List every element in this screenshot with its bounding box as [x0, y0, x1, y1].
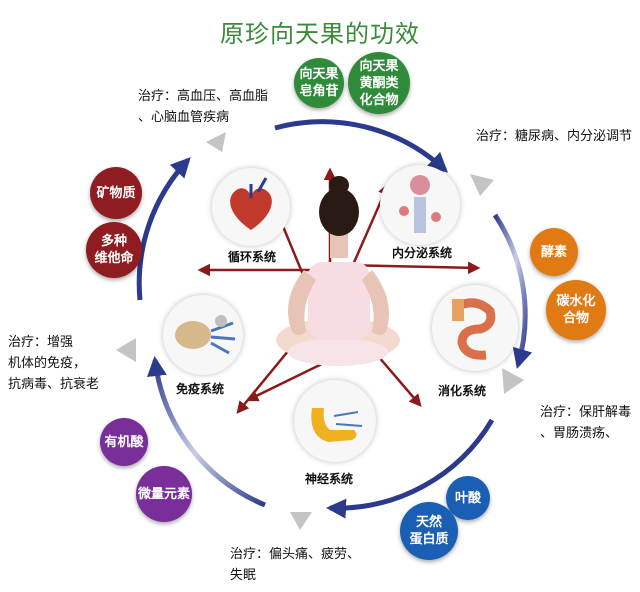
nervous-system-label: 神经系统 [305, 472, 354, 486]
endocrine-system-label: 内分泌系统 [392, 246, 453, 260]
pointer-arrow-right [502, 368, 524, 394]
treatment-headache: 治疗：偏头痛、疲劳、 失眠 [230, 547, 361, 583]
component-minerals: 矿物质 [90, 167, 142, 219]
digestive-system-icon [432, 285, 518, 371]
component-saponin: 向天果 皂角苷 [294, 58, 344, 108]
component-trace-elements: 微量元素 [136, 466, 192, 522]
cycle-arc-top [274, 119, 448, 173]
circulatory-system-label: 循环系统 [228, 250, 277, 264]
component-folic-acid: 叶酸 [446, 476, 490, 520]
treatment-cardiovascular: 治疗：高血压、高血脂 、心脑血管疾病 [138, 89, 269, 125]
pointer-arrow-left [116, 338, 136, 362]
treatment-immunity: 治疗：增强 机体的免疫， 抗病毒、抗衰老 [8, 335, 100, 392]
component-enzyme: 酵素 [530, 228, 578, 276]
component-protein: 天然 蛋白质 [400, 502, 458, 560]
pointer-arrow-top-right [470, 174, 494, 196]
circulatory-system-icon [212, 168, 290, 246]
component-flavonoid: 向天果 黄酮类 化合物 [348, 52, 410, 114]
component-carbohydrate: 碳水化 合物 [546, 280, 606, 340]
component-vitamins: 多种 维他命 [86, 222, 142, 278]
pointer-arrows [116, 132, 524, 530]
star-arrow-bottom-left [245, 358, 331, 402]
cycle-arc-right [492, 213, 533, 369]
immune-system-label: 免疫系统 [176, 382, 225, 396]
component-organic-acid: 有机酸 [100, 418, 148, 466]
immune-system-icon [163, 295, 243, 375]
treatment-liver: 治疗：保肝解毒 、胃肠溃疡、 [540, 405, 632, 441]
meditating-figure [276, 176, 400, 366]
digestive-system-label: 消化系统 [438, 384, 487, 398]
nervous-system-icon [294, 380, 376, 462]
pointer-arrow-top-left [206, 132, 226, 152]
cycle-arc-bottom-left [146, 356, 266, 508]
treatment-diabetes: 治疗：糖尿病、内分泌调节 [476, 129, 633, 144]
pointer-arrow-bottom [290, 512, 312, 530]
cycle-arc-bottom-right [326, 418, 495, 519]
endocrine-system-icon [380, 165, 460, 245]
page-title: 原珍向天果的功效 [220, 20, 420, 48]
cycle-arc-left [136, 157, 191, 301]
